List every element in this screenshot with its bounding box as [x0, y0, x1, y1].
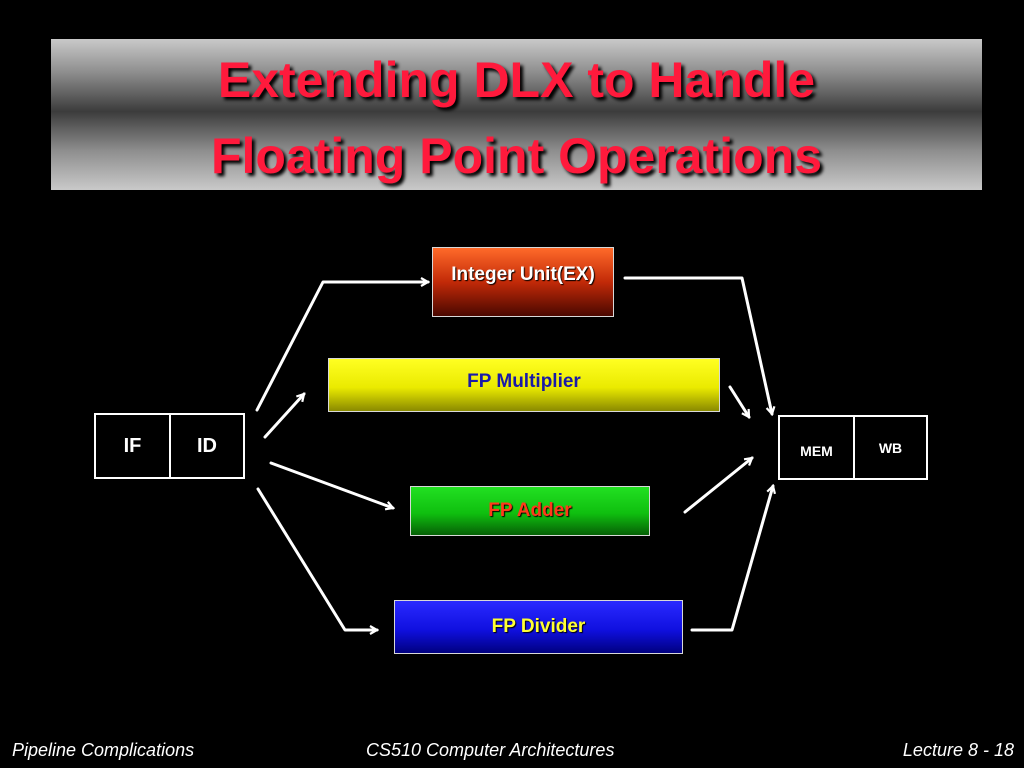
- integer-unit-box: Integer Unit(EX): [432, 247, 614, 317]
- arrow-fp-multiplier-to-mem: [728, 385, 751, 417]
- arrow-id-to-fp-multiplier: [263, 394, 306, 439]
- fp-divider-box: FP Divider: [394, 600, 683, 654]
- title-banner: Extending DLX to Handle Floating Point O…: [51, 39, 982, 190]
- arrow-integer-unit-to-mem: [623, 276, 772, 414]
- fp-multiplier-box: FP Multiplier: [328, 358, 720, 412]
- arrow-id-to-fp-adder: [269, 461, 393, 508]
- footer-course-name: CS510 Computer Architectures: [366, 740, 615, 760]
- arrow-id-to-fp-divider: [256, 487, 377, 630]
- slide-title-line-2: Floating Point Operations: [210, 128, 823, 184]
- footer-lecture-number: Lecture 8 - 18: [902, 740, 1014, 760]
- mem-stage-box: MEM: [778, 415, 855, 480]
- id-stage-box: ID: [169, 413, 245, 479]
- arrow-fp-divider-to-mem: [690, 486, 773, 632]
- slide-title-line-1: Extending DLX to Handle: [217, 52, 816, 108]
- wb-stage-box: WB: [853, 415, 928, 480]
- footer-course-topic: Pipeline Complications: [12, 740, 195, 760]
- arrow-fp-adder-to-mem: [683, 456, 752, 514]
- if-stage-box: IF: [94, 413, 171, 479]
- arrow-id-to-integer-unit: [255, 282, 428, 412]
- fp-adder-box: FP Adder: [410, 486, 650, 536]
